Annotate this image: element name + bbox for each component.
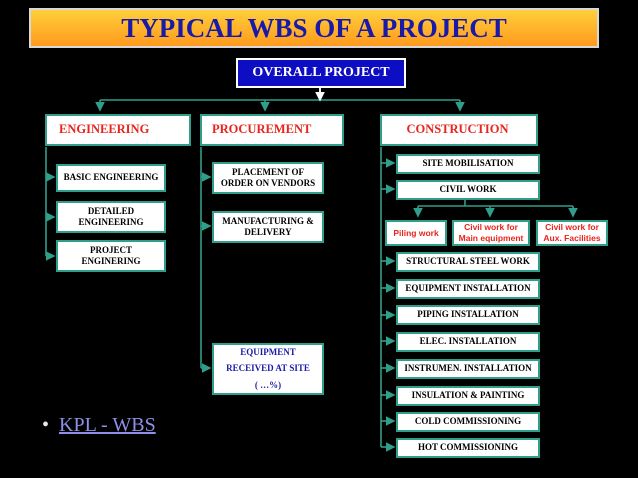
procurement-item-placement: PLACEMENT OF ORDER ON VENDORS [212, 162, 324, 194]
bullet-marker: • [42, 414, 50, 436]
civil-sub-aux-facilities: Civil work for Aux. Facilities [536, 220, 608, 246]
equipment-line-3: ( …%) [254, 379, 282, 390]
construction-item-hot-commissioning: HOT COMMISSIONING [396, 438, 540, 458]
equipment-line-2: RECEIVED AT SITE [226, 363, 310, 374]
footnote: • KPL - WBS [42, 414, 156, 437]
civil-sub-main-equipment: Civil work for Main equipment [452, 220, 530, 246]
overall-project-node: OVERALL PROJECT [236, 58, 406, 88]
construction-item-civil-work: CIVIL WORK [396, 180, 540, 200]
construction-item-structural-steel: STRUCTURAL STEEL WORK [396, 252, 540, 272]
civil-sub-piling-work: Piling work [385, 220, 447, 246]
kpl-wbs-link[interactable]: KPL - WBS [59, 414, 156, 436]
engineering-item-detailed: DETAILED ENGINEERING [56, 201, 166, 233]
page-title: TYPICAL WBS OF A PROJECT [29, 8, 599, 48]
construction-item-site-mobilisation: SITE MOBILISATION [396, 154, 540, 174]
construction-item-instrumen-installation: INSTRUMEN. INSTALLATION [396, 359, 540, 379]
procurement-item-manufacturing: MANUFACTURING & DELIVERY [212, 211, 324, 243]
construction-item-cold-commissioning: COLD COMMISSIONING [396, 412, 540, 432]
engineering-item-project: PROJECT ENGINERING [56, 240, 166, 272]
engineering-item-basic: BASIC ENGINEERING [56, 164, 166, 192]
engineering-node: ENGINEERING [45, 114, 191, 146]
equipment-line-1: EQUIPMENT [240, 347, 296, 358]
construction-item-piping-installation: PIPING INSTALLATION [396, 305, 540, 325]
procurement-item-equipment-received: EQUIPMENT RECEIVED AT SITE ( …%) [212, 343, 324, 395]
procurement-node: PROCUREMENT [200, 114, 344, 146]
construction-item-elec-installation: ELEC. INSTALLATION [396, 332, 540, 352]
construction-item-insulation-painting: INSULATION & PAINTING [396, 386, 540, 406]
construction-item-equipment-installation: EQUIPMENT INSTALLATION [396, 279, 540, 299]
construction-node: CONSTRUCTION [380, 114, 538, 146]
